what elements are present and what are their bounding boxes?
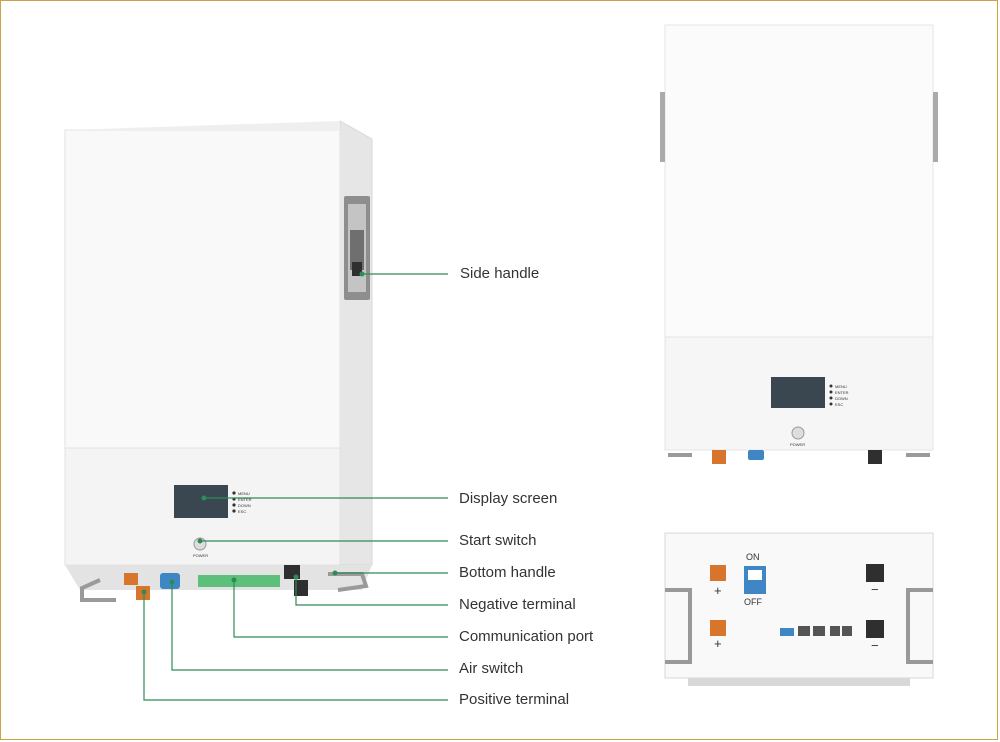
start-switch-label: Start switch: [459, 532, 537, 549]
minus-sign-2: −: [871, 638, 879, 653]
front-down-label: DOWN: [835, 396, 848, 401]
esc-button-label: ESC: [238, 509, 246, 514]
side-handle-label: Side handle: [460, 265, 540, 282]
switch-on-label: ON: [746, 552, 760, 562]
air-switch-label: Air switch: [459, 660, 524, 677]
front-menu-label: MENU: [835, 384, 847, 389]
side-handle-part: [344, 196, 370, 300]
bottom-handle-left: [80, 578, 116, 602]
front-enter-label: ENTER: [835, 390, 849, 395]
battery-cabinet-perspective-image: MENU ENTER DOWN ESC POWER: [64, 120, 373, 602]
callout-dots: [141, 271, 365, 595]
battery-bottom-panel-image: + + ON OFF − −: [664, 532, 934, 686]
communication-port-part: [198, 575, 280, 587]
power-label: POWER: [193, 553, 208, 558]
positive-terminal-label: Positive terminal: [459, 691, 570, 708]
switch-off-label: OFF: [744, 597, 762, 607]
bottom-handle-label: Bottom handle: [459, 564, 556, 581]
battery-cabinet-front-image: MENU ENTER DOWN ESC POWER: [660, 24, 938, 464]
plus-sign-1: +: [714, 583, 722, 598]
minus-sign-1: −: [871, 582, 879, 597]
enter-button-label: ENTER: [238, 497, 252, 502]
menu-button-label: MENU: [238, 491, 250, 496]
front-esc-label: ESC: [835, 402, 843, 407]
display-screen-part: [174, 485, 228, 518]
down-button-label: DOWN: [238, 503, 251, 508]
plus-sign-2: +: [714, 636, 722, 651]
negative-terminal-label: Negative terminal: [459, 596, 576, 613]
front-power-label: POWER: [790, 442, 805, 447]
callout-lines: [143, 273, 448, 701]
display-screen-label: Display screen: [459, 490, 558, 507]
communication-port-label: Communication port: [459, 628, 594, 645]
bottom-handle-right: [328, 572, 369, 592]
